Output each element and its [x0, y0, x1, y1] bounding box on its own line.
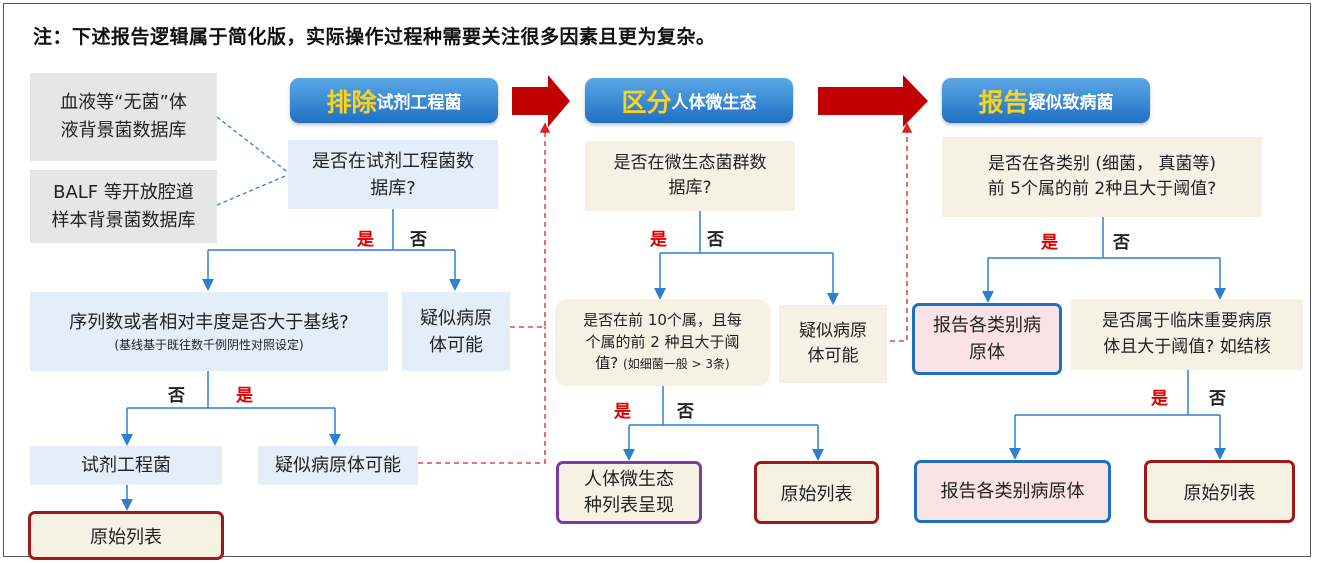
header-small-text: 疑似致病菌	[1028, 93, 1114, 113]
blood-background-database: 血液等“无菌”体液背景菌数据库	[30, 73, 217, 161]
reagent-bacteria-box: 试剂工程菌	[30, 446, 222, 485]
suspect-pathogen-box-2: 疑似病原体可能	[258, 446, 418, 485]
raw-list-box-2: 原始列表	[754, 461, 879, 524]
header-big-text: 报告	[978, 87, 1029, 117]
col2b-yes-label: 是	[614, 402, 631, 422]
raw-list-box-3: 原始列表	[1144, 460, 1295, 523]
col2-yes-label: 是	[650, 230, 667, 250]
category-top5-question: 是否在各类别 (细菌， 真菌等)前 5个属的前 2种且大于阈值?	[942, 137, 1262, 217]
raw-list-box-1: 原始列表	[28, 511, 224, 560]
clinical-important-question: 是否属于临床重要病原体且大于阈值? 如结核	[1071, 299, 1303, 370]
header-big-text: 区分	[621, 87, 672, 117]
note-text: 注：下述报告逻辑属于简化版，实际操作过程种需要关注很多因素且更为复杂。	[33, 26, 716, 48]
microbiome-db-question: 是否在微生态菌群数据库?	[585, 141, 795, 211]
suspect-pathogen-box-3: 疑似病原体可能	[779, 305, 887, 383]
baseline-question: 序列数或者相对丰度是否大于基线? (基线基于既往数千例阴性对照设定)	[30, 292, 388, 371]
report-all-pathogens-box: 报告各类别病原体	[914, 460, 1111, 523]
col1-no-label: 否	[410, 230, 427, 250]
header-big-text: 排除	[326, 87, 377, 117]
report-category-pathogen-box: 报告各类别病原体	[912, 303, 1062, 375]
balf-background-database: BALF 等开放腔道样本背景菌数据库	[30, 170, 217, 243]
header-exclude-reagent: 排除 试剂工程菌	[290, 78, 498, 123]
col3b-yes-label: 是	[1151, 389, 1168, 409]
flow-arrow-1	[512, 75, 570, 127]
reagent-db-question: 是否在试剂工程菌数据库?	[288, 140, 498, 209]
top10-genus-question: 是否在前 10个属，且每 个属的前 2 种且大于阈 值? (如细菌一般 > 3条…	[555, 299, 770, 386]
header-report-pathogen: 报告 疑似致病菌	[942, 78, 1150, 123]
header-small-text: 试剂工程菌	[376, 93, 462, 113]
microbiome-species-list-box: 人体微生态种列表呈现	[556, 461, 702, 524]
col3b-no-label: 否	[1209, 389, 1226, 409]
col2-no-label: 否	[707, 230, 724, 250]
col1b-yes-label: 是	[236, 386, 253, 406]
col3-yes-label: 是	[1041, 233, 1058, 253]
baseline-note: (基线基于既往数千例阴性对照设定)	[114, 338, 304, 352]
header-distinguish-microbiome: 区分 人体微生态	[585, 78, 793, 123]
diagram-frame	[3, 3, 1311, 557]
col3-no-label: 否	[1113, 233, 1130, 253]
flow-arrow-2	[818, 75, 928, 127]
col2b-no-label: 否	[677, 402, 694, 422]
header-small-text: 人体微生态	[671, 93, 757, 113]
threshold-note: (如细菌一般 > 3条)	[623, 357, 730, 372]
col1b-no-label: 否	[168, 386, 185, 406]
col1-yes-label: 是	[357, 230, 374, 250]
suspect-pathogen-box-1: 疑似病原体可能	[402, 292, 510, 371]
